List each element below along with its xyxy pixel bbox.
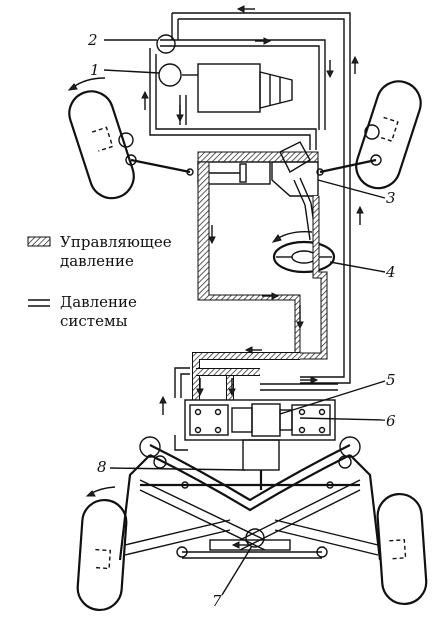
control-pressure-lines (192, 161, 328, 400)
rear-turn-arrow (85, 486, 116, 497)
rear-actuator-8 (140, 439, 360, 490)
legend-system-line2: системы (60, 312, 128, 330)
legend-control-line1: Управляющее (60, 233, 172, 251)
rear-right-wheel (376, 492, 428, 606)
callout-3: 3 (386, 189, 396, 207)
pump-assembly (156, 34, 293, 113)
flow-arrows-upper (141, 5, 364, 225)
legend-system-swatch (28, 299, 50, 307)
front-tie-rods (130, 158, 377, 176)
legend-control-swatch (27, 236, 51, 247)
pump-drive (259, 71, 293, 109)
valve-2-circle (156, 34, 176, 54)
callout-4: 4 (385, 263, 396, 281)
flow-arrows-middle (159, 225, 319, 415)
pump-1-circle (158, 63, 182, 87)
callout-6: 6 (386, 412, 396, 430)
steering-rotation-arrow (271, 230, 313, 243)
callout-8: 8 (97, 458, 107, 476)
legend-control-line2: давление (60, 252, 134, 270)
callout-7: 7 (212, 592, 222, 610)
callout-1: 1 (90, 61, 100, 79)
rear-axle (118, 436, 382, 561)
rear-left-wheel (76, 498, 128, 612)
legend: Управляющее давление Давление системы (27, 233, 172, 330)
front-left-wheel (68, 90, 137, 200)
steering-wheel-4 (272, 240, 336, 274)
rear-valve-block (184, 399, 336, 441)
front-right-wheel (355, 80, 422, 190)
front-turn-arrow (67, 77, 106, 91)
system-pressure-lines-upper (149, 12, 351, 384)
callout-2: 2 (87, 31, 98, 49)
legend-system-line1: Давление (60, 293, 137, 311)
steering-gear-3 (271, 141, 319, 241)
system-pressure-lines-lower (174, 367, 338, 451)
pump-body (197, 63, 261, 113)
callout-5: 5 (386, 371, 396, 389)
rear-flow-arrow (231, 541, 250, 549)
leader-lines (103, 39, 386, 596)
pivot-7 (245, 528, 265, 548)
